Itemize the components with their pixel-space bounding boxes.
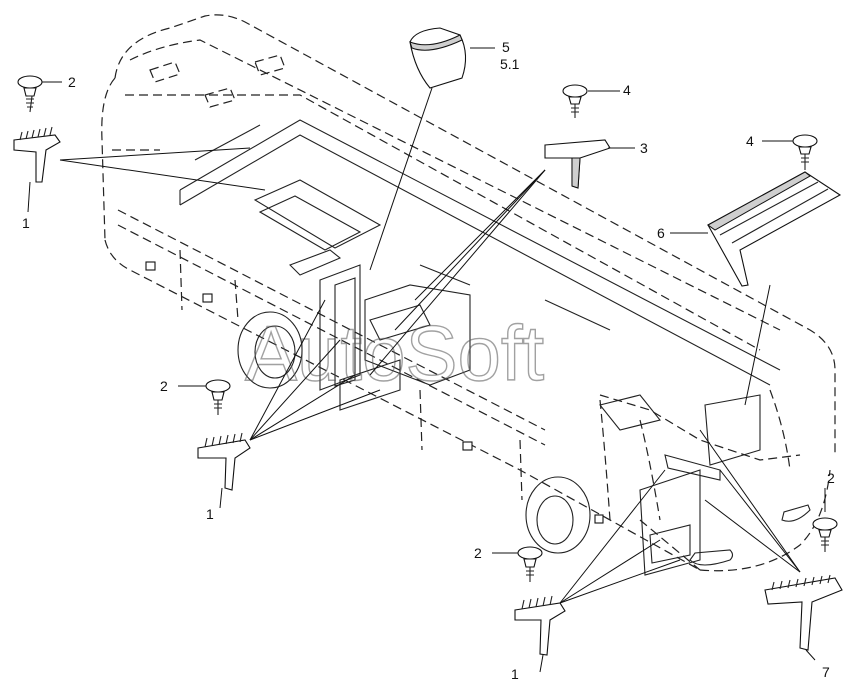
callout-5: 5 [502,39,510,55]
callout-6: 6 [657,225,665,241]
callout-5-1: 5.1 [500,56,520,72]
bus-outline [101,14,836,572]
screw-right [812,517,838,552]
screw-top-left [17,75,43,113]
callout-2-top-left: 2 [68,74,76,90]
wheels [237,311,591,554]
screw-bottom [517,546,543,582]
callout-1-bottom: 1 [511,666,519,682]
callout-2-right: 2 [827,470,835,486]
watermark-text: AutoSoft [245,309,545,397]
callout-4-right: 4 [746,133,754,149]
leader-lines [27,47,826,673]
roof-panels [179,119,781,576]
callout-2-bottom: 2 [474,545,482,561]
seal-7 [764,574,843,651]
screw-mid-left [205,379,231,415]
callouts: 2 1 5 5.1 4 3 4 6 2 1 2 1 2 7 [22,39,835,682]
callout-7: 7 [822,664,830,680]
seal-bottom [514,595,566,656]
callout-4-top: 4 [623,82,631,98]
callout-1-top-left: 1 [22,215,30,231]
screw-top [562,84,588,118]
side-markers [145,261,604,524]
seal-top-left [13,126,61,183]
seal-mid-left [197,432,251,491]
callout-3: 3 [640,140,648,156]
screw-right-top [792,134,818,170]
part-5-cap [409,27,467,89]
callout-2-mid-left: 2 [160,378,168,394]
strip-6 [707,171,842,287]
seal-3 [544,139,611,189]
callout-1-mid-left: 1 [206,506,214,522]
